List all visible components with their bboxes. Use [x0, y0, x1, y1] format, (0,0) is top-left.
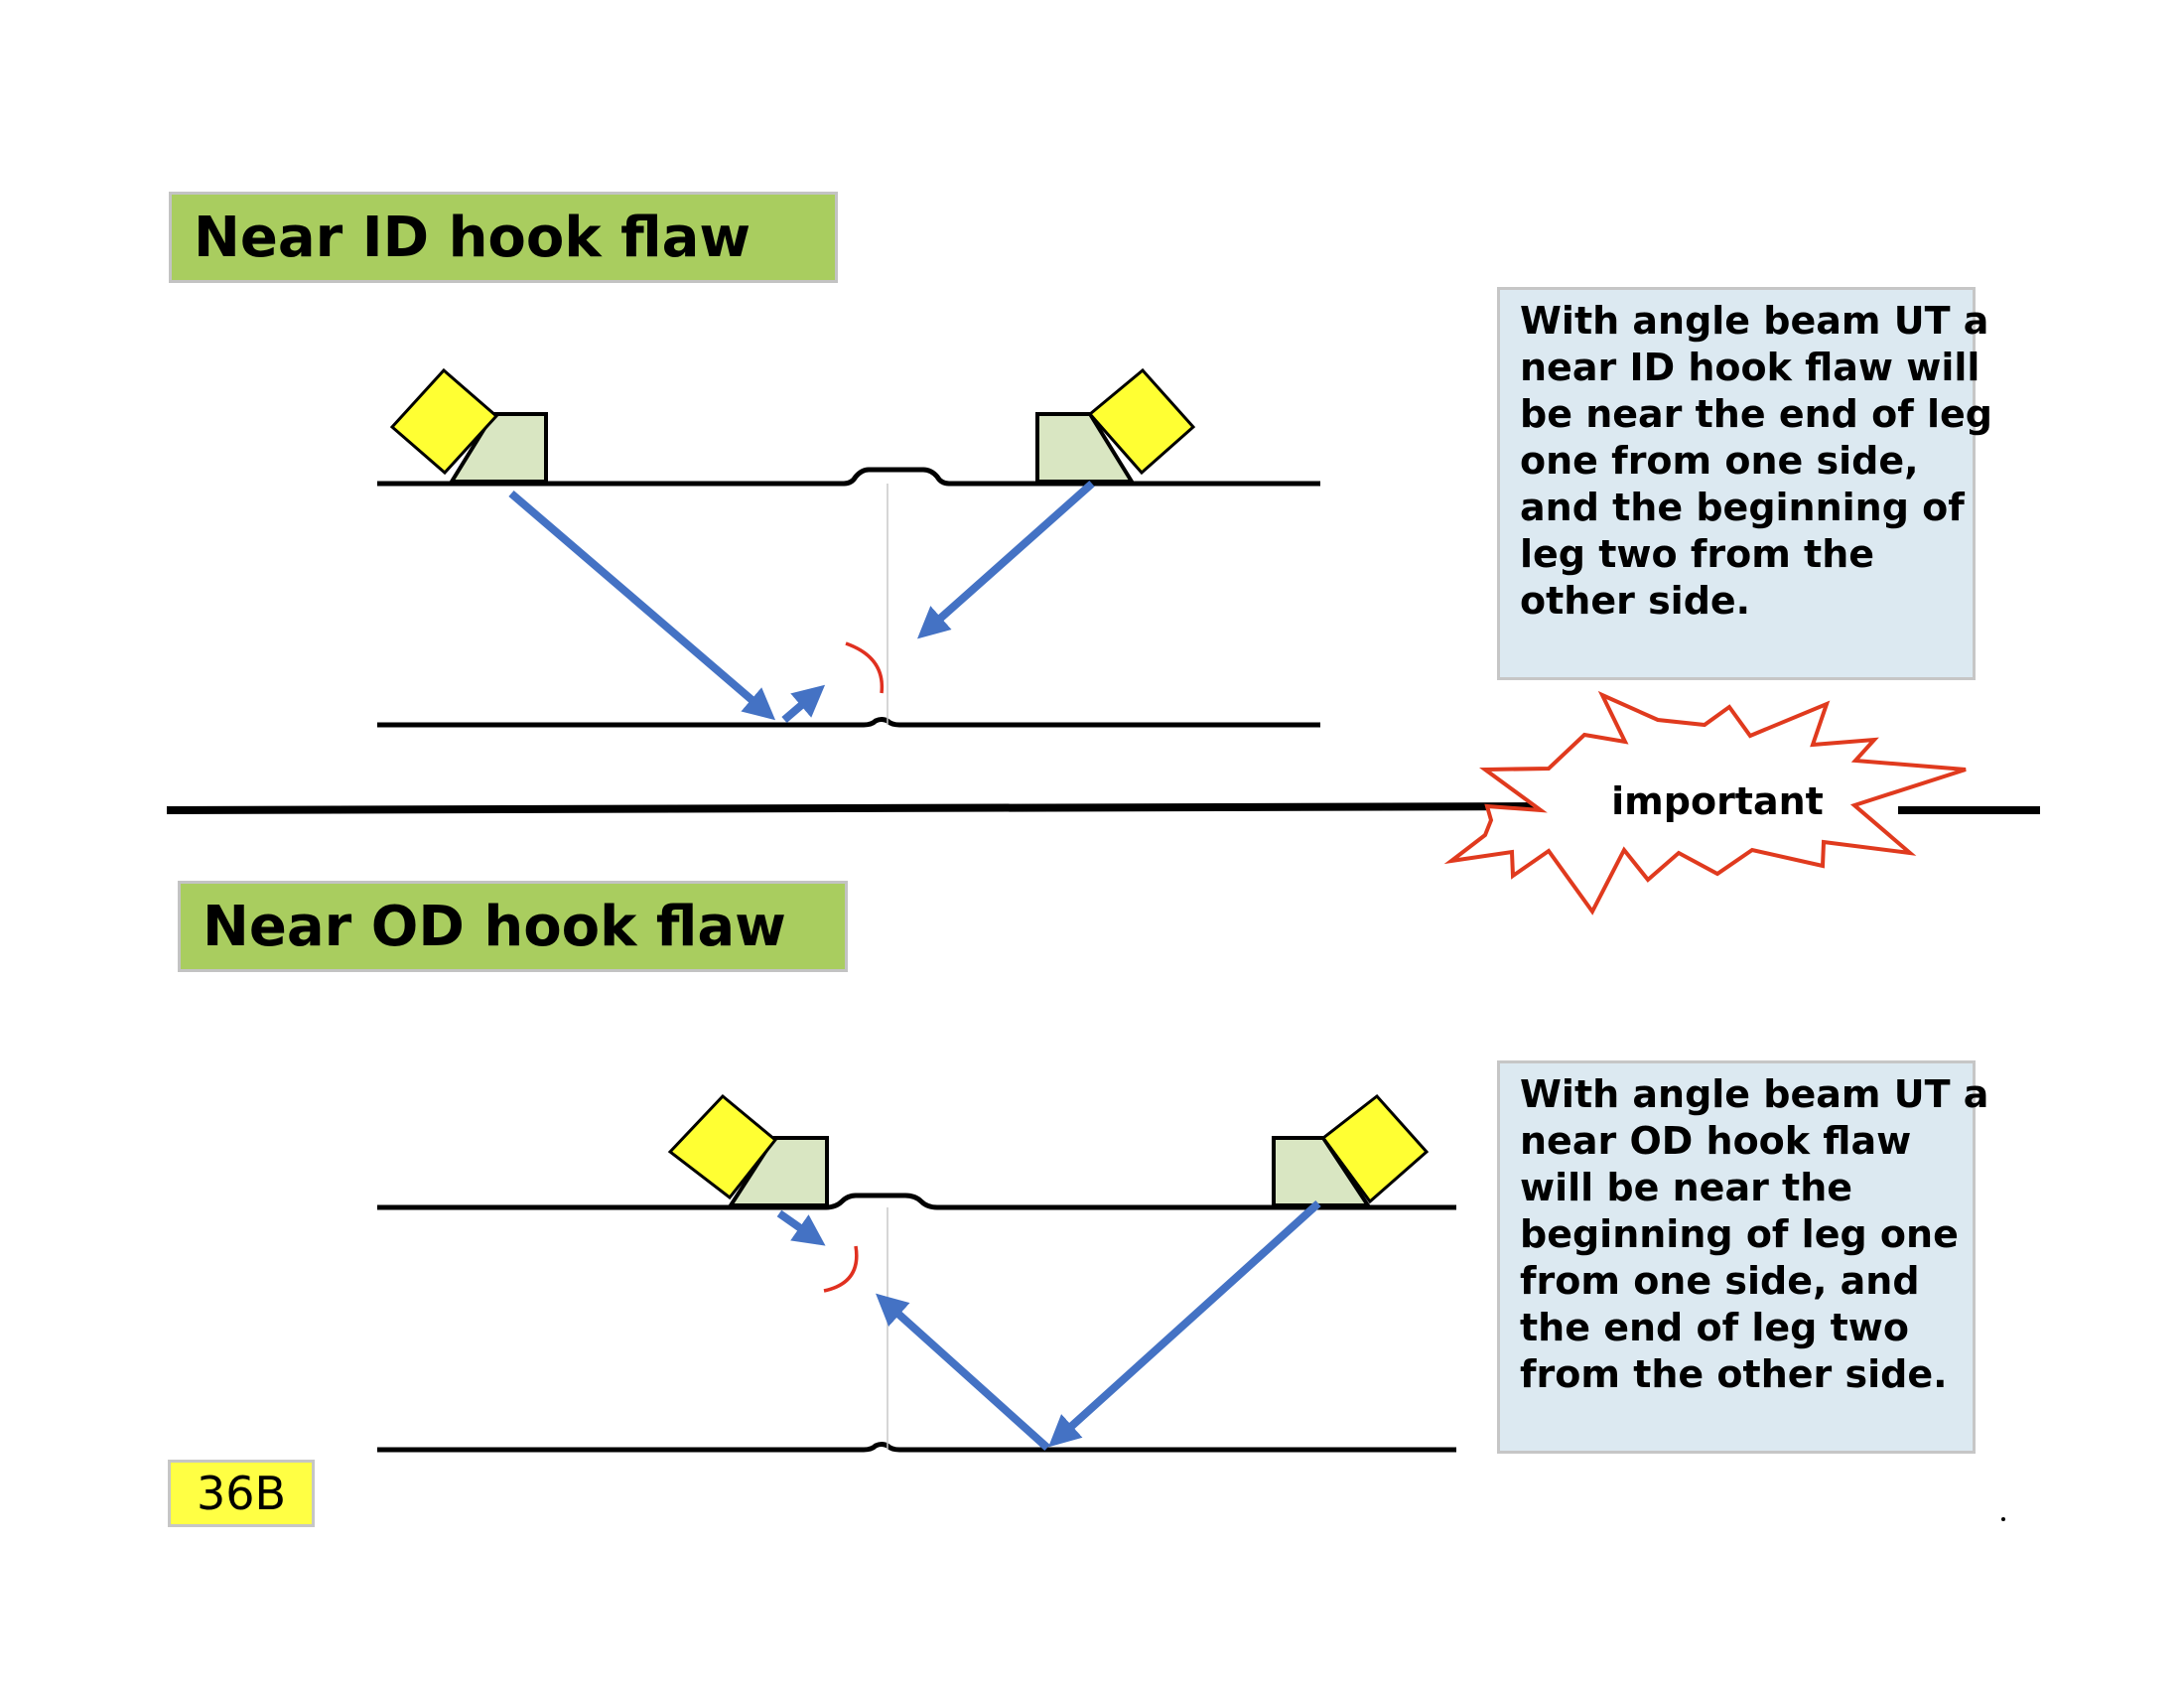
- note-line: from one side, and: [1520, 1259, 1920, 1303]
- beam-arrow-icon: [508, 490, 776, 721]
- flaw-indicator-icon: [823, 1245, 859, 1293]
- beam-arrow-icon: [781, 684, 826, 724]
- top-panel-note: With angle beam UT a near ID hook flaw w…: [1497, 287, 1992, 680]
- bottom-panel-note: With angle beam UT a near OD hook flaw w…: [1497, 1060, 1989, 1454]
- top-od-surface: [377, 467, 1320, 487]
- note-line: one from one side,: [1520, 439, 1919, 483]
- note-line: near ID hook flaw will: [1520, 346, 1980, 389]
- note-line: from the other side.: [1520, 1352, 1948, 1396]
- top-right-probe: [1035, 367, 1196, 484]
- top-panel-title: Near ID hook flaw: [169, 192, 838, 283]
- note-line: near OD hook flaw: [1520, 1119, 1912, 1163]
- section-divider-left: [166, 802, 1550, 814]
- note-line: and the beginning of: [1520, 486, 1965, 529]
- bottom-right-probe: [1272, 1093, 1430, 1207]
- bottom-id-surface: [377, 1442, 1456, 1453]
- note-line: beginning of leg one: [1520, 1212, 1959, 1256]
- slide-number: 36B: [168, 1460, 315, 1527]
- note-line: will be near the: [1520, 1166, 1853, 1209]
- transducer-icon: [1320, 1093, 1430, 1204]
- bottom-weld-diagram: [377, 1093, 1456, 1453]
- note-line: With angle beam UT a: [1520, 1072, 1989, 1116]
- beam-arrow-icon: [876, 1293, 1050, 1451]
- bottom-left-probe: [667, 1093, 829, 1207]
- note-line: leg two from the: [1520, 532, 1875, 576]
- beam-arrow-icon: [1048, 1200, 1321, 1448]
- bottom-panel-title: Near OD hook flaw: [178, 881, 848, 972]
- top-left-probe: [389, 367, 548, 484]
- starburst-icon: [1443, 690, 1967, 915]
- stray-dot: [2001, 1517, 2005, 1521]
- important-label: important: [1611, 779, 1824, 823]
- flaw-indicator-icon: [845, 641, 885, 694]
- transducer-icon: [1087, 367, 1196, 476]
- transducer-icon: [667, 1093, 778, 1200]
- note-line: With angle beam UT a: [1520, 299, 1989, 343]
- bottom-od-surface: [377, 1193, 1456, 1210]
- beam-arrow-icon: [776, 1209, 826, 1246]
- top-id-surface: [377, 717, 1320, 728]
- top-weld-diagram: [377, 367, 1320, 728]
- note-line: the end of leg two: [1520, 1306, 1909, 1349]
- beam-arrow-icon: [917, 481, 1095, 639]
- transducer-icon: [389, 367, 499, 476]
- note-line: be near the end of leg: [1520, 392, 1992, 436]
- note-line: other side.: [1520, 579, 1751, 623]
